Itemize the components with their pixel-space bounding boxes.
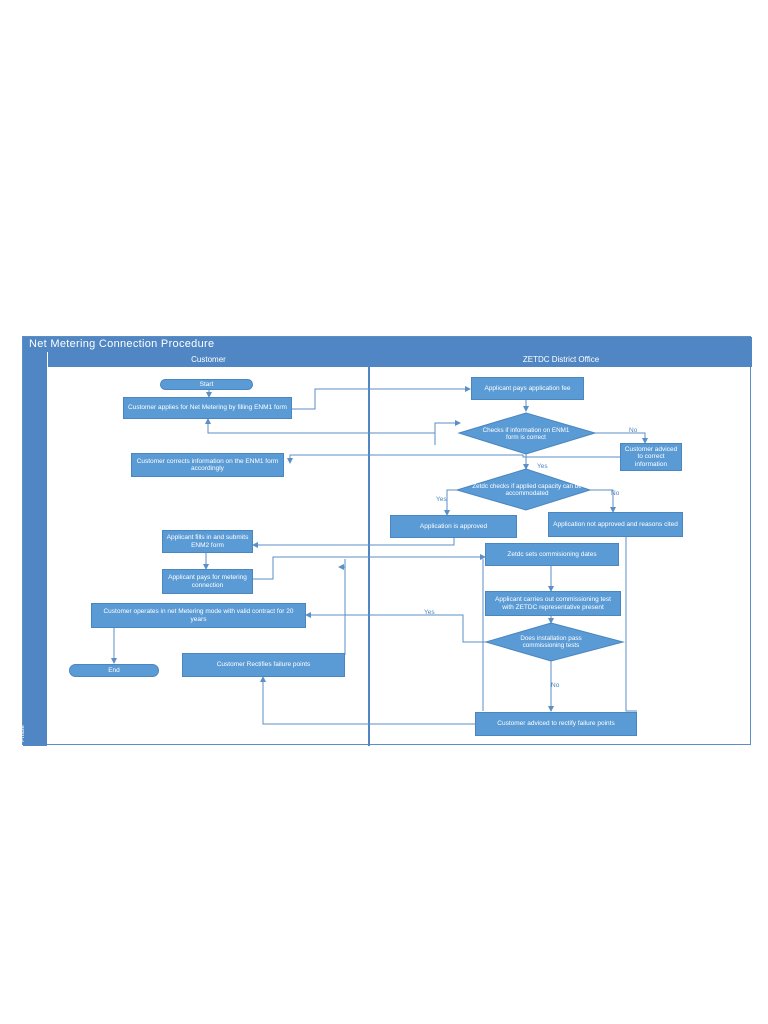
- edge-notapproved-line: [625, 537, 637, 712]
- operates-net-metering-step: Customer operates in net Metering mode w…: [91, 603, 306, 628]
- check-info-label: Checks if information on ENM1 form is co…: [482, 427, 570, 441]
- advised-rectify-step: Customer adviced to rectify failure poin…: [475, 712, 637, 736]
- customer-corrects-step: Customer corrects information on the ENM…: [131, 453, 284, 477]
- application-not-approved-step: Application not approved and reasons cit…: [548, 512, 683, 537]
- edge-capacity-notapproved: [590, 489, 616, 513]
- edge-rectify-customer: [260, 676, 475, 725]
- pays-application-fee-step: Applicant pays application fee: [471, 377, 584, 400]
- edge-customer-rectify-up: [338, 564, 346, 655]
- phase-bar: Phase: [20, 352, 47, 746]
- advised-correct-step: Customer adviced to correct information: [620, 443, 682, 471]
- decision-pass-tests: [484, 622, 625, 662]
- fills-enm2-step: Applicant fills in and submits ENM2 form: [162, 530, 253, 553]
- check-capacity-label: Zetdc checks if applied capacity can be …: [472, 483, 582, 497]
- edge-corrects-check: [434, 420, 461, 445]
- flowchart-diagram: Net Metering Connection Procedure Phase …: [20, 336, 752, 746]
- carries-out-test-step: Applicant carries out commissioning test…: [485, 591, 621, 616]
- edge-label-no-tests: No: [551, 682, 560, 689]
- connectors: [111, 386, 648, 725]
- application-approved-step: Application is approved: [390, 515, 517, 538]
- lane-header-customer: Customer: [47, 352, 369, 367]
- edge-label-yes-tests: Yes: [424, 609, 435, 616]
- decision-check-capacity: [455, 468, 592, 511]
- edge-capacity-approved: [444, 489, 457, 516]
- edge-pays-sets: [253, 554, 486, 580]
- edge-label-yes-capacity: Yes: [436, 496, 447, 503]
- edge-check-advised: [595, 432, 648, 444]
- pays-metering-step: Applicant pays for metering connection: [162, 569, 253, 594]
- end-terminator: End: [69, 664, 159, 677]
- edge-corrects-apply: [205, 418, 435, 434]
- edge-label-no-capacity: No: [611, 490, 620, 497]
- decision-check-info: [457, 412, 597, 455]
- apply-net-metering-step: Customer applies for Net Metering by fil…: [123, 397, 292, 419]
- lane-divider: [368, 352, 370, 746]
- edge-apply-payfee: [292, 386, 471, 410]
- sets-commissioning-dates-step: Zetdc sets commisioning dates: [485, 543, 619, 566]
- pass-tests-label: Does installation pass commissioning tes…: [520, 635, 582, 649]
- edge-approved-fills: [252, 538, 455, 548]
- edge-label-no-info: No: [629, 427, 638, 434]
- edge-label-yes-info: Yes: [537, 463, 548, 470]
- edge-advised-corrects: [287, 454, 620, 464]
- diagram-title: Net Metering Connection Procedure: [23, 337, 752, 352]
- edge-pass-operates: [305, 612, 486, 643]
- start-terminator: Start: [160, 379, 253, 390]
- customer-rectifies-step: Customer Rectifies failure points: [182, 653, 345, 677]
